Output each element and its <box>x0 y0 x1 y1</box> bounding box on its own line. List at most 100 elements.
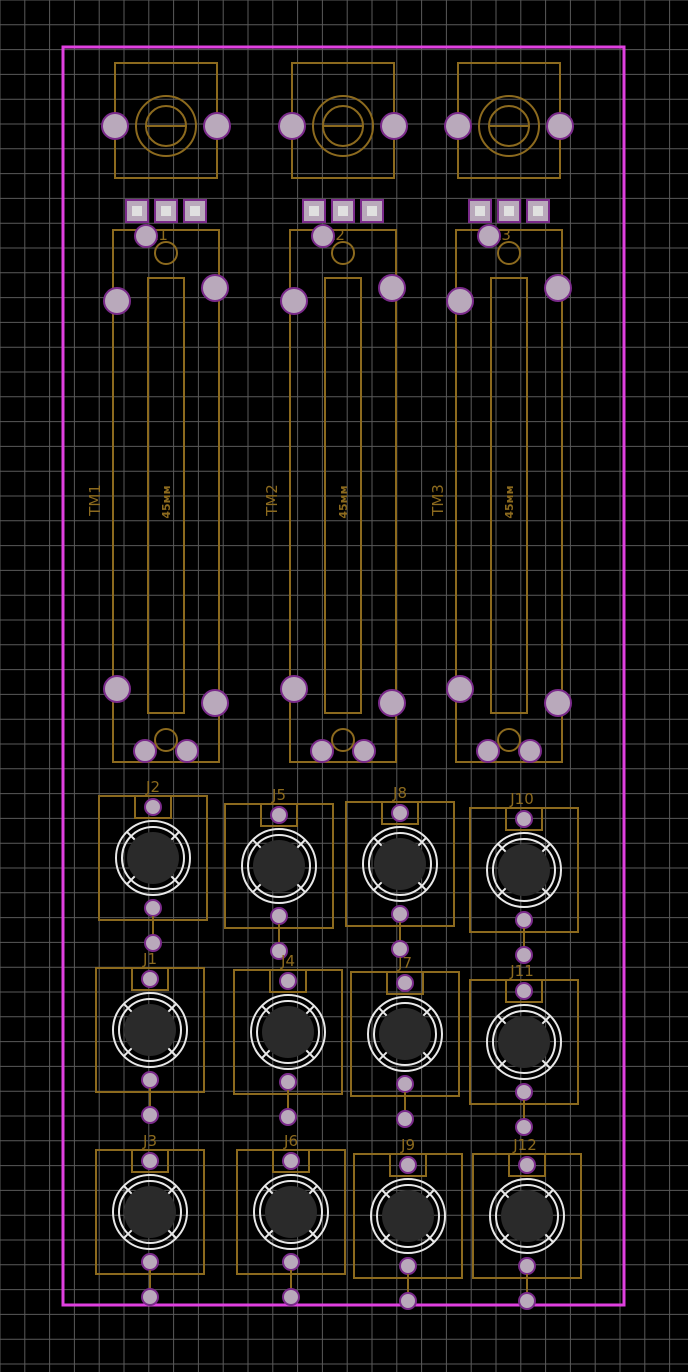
pot-pin-hole <box>533 206 543 216</box>
potentiometer <box>101 62 231 223</box>
jack-pin-pad <box>141 1288 159 1306</box>
pot-pin-hole <box>161 206 171 216</box>
jack-ring-outer <box>241 828 317 904</box>
jack-pin-pad <box>144 798 162 816</box>
fader-ref-label: TM3 <box>429 484 447 517</box>
jack-pin-pad <box>515 982 533 1000</box>
audio-jack: J10 <box>469 790 579 964</box>
jack-pin-pad <box>399 1257 417 1275</box>
pot-body-outline <box>114 62 218 179</box>
jack-ring-inner <box>256 1000 320 1064</box>
jack-ref-label: J9 <box>400 1136 415 1154</box>
audio-jack: J5 <box>224 786 334 960</box>
jack-ref-label: J8 <box>392 784 407 802</box>
jack-ring-inner <box>492 1010 556 1074</box>
jack-pin-pad <box>515 1118 533 1136</box>
fader-body-outline <box>112 229 220 763</box>
pot-mount-pad <box>101 112 129 140</box>
fader-mount-pad <box>280 287 308 315</box>
audio-jack: J1 <box>95 950 205 1124</box>
fader-end-mark <box>154 241 178 265</box>
jack-pin-pad <box>396 1110 414 1128</box>
fader-mount-pad <box>378 274 406 302</box>
fader-mount-pad <box>446 287 474 315</box>
jack-hole <box>265 1186 317 1238</box>
jack-pin-pad <box>141 970 159 988</box>
audio-jack: J8 <box>345 784 455 958</box>
jack-ref-label: J7 <box>397 954 412 972</box>
fader-length-label: 45мм <box>160 485 173 518</box>
jack-tab-outline <box>508 1153 546 1177</box>
fader-pin-pad <box>311 224 335 248</box>
jack-ring-outer <box>486 832 562 908</box>
jack-ref-label: J4 <box>280 952 295 970</box>
fader-slot-outline <box>490 277 528 714</box>
fader-pin-pad <box>175 739 199 763</box>
jack-ring-outer <box>250 994 326 1070</box>
pot-mount-pad <box>546 112 574 140</box>
fader-slot-outline <box>147 277 185 714</box>
pot-body-outline <box>457 62 561 179</box>
pot-shaft-outer <box>135 95 197 157</box>
audio-jack: J3 <box>95 1132 205 1306</box>
pot-mount-pad <box>203 112 231 140</box>
jack-pin-pad <box>279 972 297 990</box>
fader-body-outline <box>289 229 397 763</box>
fader-body-outline <box>455 229 563 763</box>
audio-jack: J4 <box>233 952 343 1126</box>
pot-mount-pad <box>444 112 472 140</box>
fader-mount-pad <box>378 689 406 717</box>
jack-pin-pad <box>141 1106 159 1124</box>
jack-ring-outer <box>362 826 438 902</box>
pot-shaft-outer <box>312 95 374 157</box>
jack-pin-pad <box>515 1083 533 1101</box>
jack-pin-pad <box>141 1071 159 1089</box>
fader-pin-pad <box>518 739 542 763</box>
fader-slot-outline <box>324 277 362 714</box>
pot-body-outline <box>291 62 395 179</box>
jack-pin-pad <box>282 1253 300 1271</box>
potentiometer <box>278 62 408 223</box>
jack-tab-outline <box>260 803 298 827</box>
audio-jack: J12 <box>472 1136 582 1310</box>
jack-hole <box>498 844 550 896</box>
jack-ref-label: J2 <box>145 778 160 796</box>
audio-jack: J6 <box>236 1132 346 1306</box>
fader-mount-pad <box>280 675 308 703</box>
jack-hole <box>374 838 426 890</box>
jack-pin-pad <box>515 810 533 828</box>
jack-ring-outer <box>489 1178 565 1254</box>
fader-end-mark <box>497 241 521 265</box>
fader-end-mark <box>331 241 355 265</box>
fader-ref-label: TM1 <box>86 484 104 517</box>
fader-pin-pad <box>310 739 334 763</box>
pot-shaft-outer <box>478 95 540 157</box>
jack-ring-inner <box>376 1184 440 1248</box>
audio-jack: J2 <box>98 778 208 952</box>
jack-pin-pad <box>391 804 409 822</box>
jack-tab-outline <box>131 1149 169 1173</box>
jack-pin-pad <box>282 1152 300 1170</box>
jack-ring-outer <box>115 820 191 896</box>
jack-tab-outline <box>386 971 424 995</box>
jack-hole <box>253 840 305 892</box>
jack-pin-pad <box>279 1108 297 1126</box>
jack-hole <box>124 1186 176 1238</box>
jack-ring-inner <box>373 1002 437 1066</box>
jack-pin-pad <box>270 942 288 960</box>
jack-tab-outline <box>272 1149 310 1173</box>
jack-ring-inner <box>492 838 556 902</box>
fader-mount-pad <box>201 274 229 302</box>
pot-pin-hole <box>475 206 485 216</box>
jack-tab-outline <box>131 967 169 991</box>
fader-mount-pad <box>544 689 572 717</box>
fader-ref-label: TM2 <box>263 484 281 517</box>
potentiometer-group <box>101 62 574 223</box>
jack-tab-outline <box>381 801 419 825</box>
jack-pin-pad <box>270 806 288 824</box>
jack-ring-outer <box>112 992 188 1068</box>
fader-mount-pad <box>201 689 229 717</box>
jack-pin-pad <box>515 911 533 929</box>
